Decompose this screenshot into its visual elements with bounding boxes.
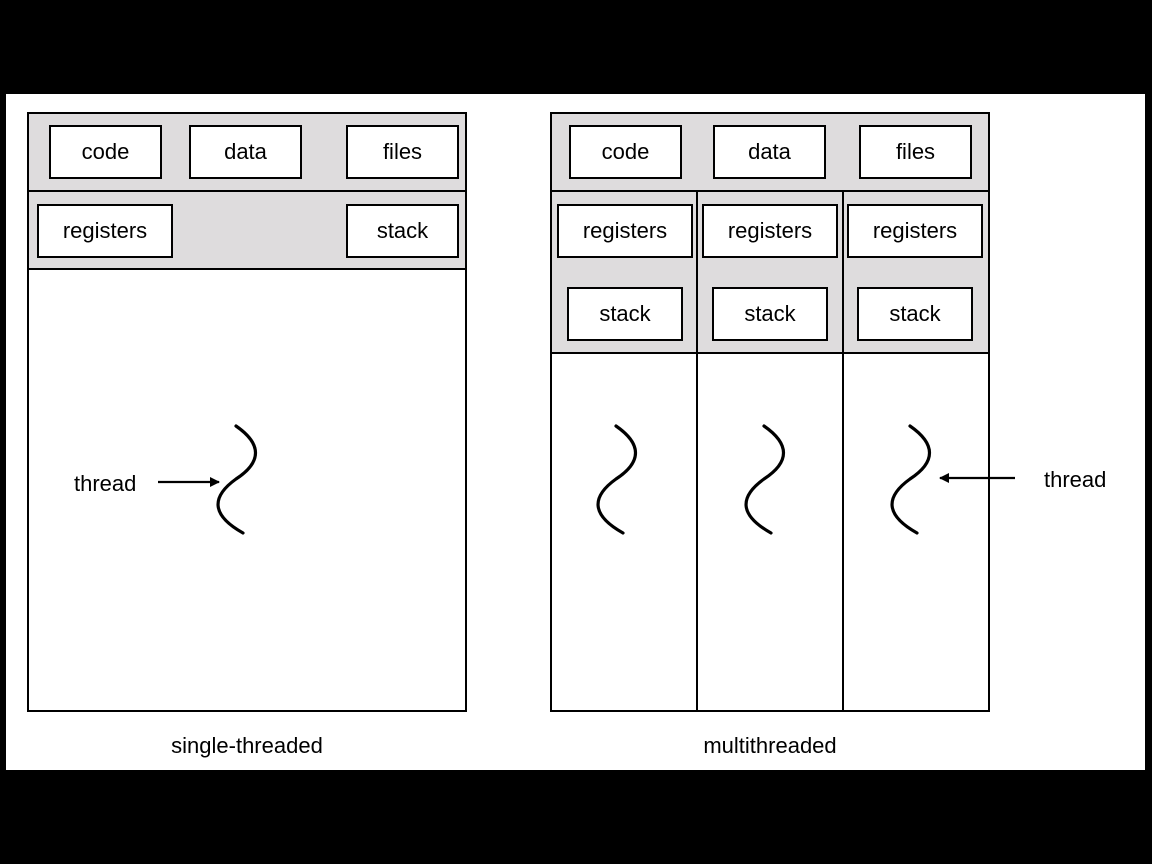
- multi-thread-2-icon: [744, 424, 785, 535]
- thread-divider-1: [696, 192, 698, 711]
- thread-2-registers-box: registers: [702, 204, 838, 258]
- thread-2-stack-box: stack: [712, 287, 828, 341]
- multi-code-box: code: [569, 125, 682, 179]
- thread-1-stack-box: stack: [567, 287, 683, 341]
- multi-files-box: files: [859, 125, 972, 179]
- single-files-box: files: [346, 125, 459, 179]
- multi-thread-1-icon: [596, 424, 637, 535]
- single-stack-box: stack: [346, 204, 459, 258]
- single-registers-box: registers: [37, 204, 173, 258]
- single-thread-icon: [216, 424, 257, 535]
- single-thread-label: thread: [74, 471, 137, 496]
- multi-data-box: data: [713, 125, 826, 179]
- single-data-box: data: [189, 125, 302, 179]
- thread-3-stack-box: stack: [857, 287, 973, 341]
- multi-thread-3-icon: [890, 424, 931, 535]
- multithreaded-caption: multithreaded: [703, 733, 837, 758]
- thread-1-registers-box: registers: [557, 204, 693, 258]
- thread-divider-2: [842, 192, 844, 711]
- single-code-box: code: [49, 125, 162, 179]
- multi-thread-label: thread: [1044, 467, 1107, 492]
- thread-3-registers-box: registers: [847, 204, 983, 258]
- single-threaded-caption: single-threaded: [171, 733, 323, 758]
